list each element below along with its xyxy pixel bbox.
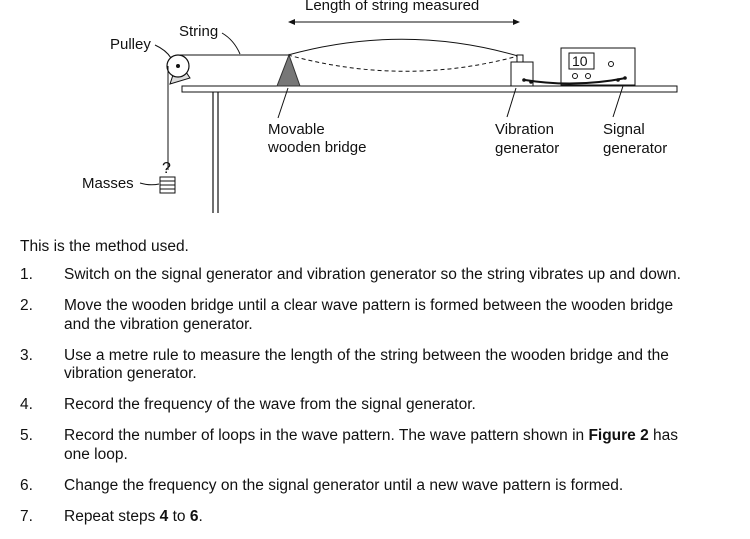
vibration-label-line1: Vibration <box>495 121 554 138</box>
signal-label-line2: generator <box>603 140 667 157</box>
step-text: Repeat steps 4 to 6. <box>64 508 740 527</box>
length-measured-arrow <box>288 19 520 25</box>
step-item: 7. Repeat steps 4 to 6. <box>20 508 740 527</box>
step-number: 5. <box>20 427 33 444</box>
step-number: 3. <box>20 346 33 364</box>
apparatus-diagram: Length of string measured ? Masses <box>82 0 678 213</box>
masses-label: Masses <box>82 175 134 192</box>
step-line: and the vibration generator. <box>64 315 253 333</box>
string <box>167 38 519 170</box>
masses: ? <box>159 160 176 194</box>
pulley-label: Pulley <box>110 36 151 53</box>
step-line: vibration generator. <box>64 365 197 382</box>
vibration-leader <box>506 87 517 118</box>
step-text: Change the frequency on the signal gener… <box>64 477 740 496</box>
method-steps: 1. Switch on the signal generator and vi… <box>20 266 740 539</box>
pulley-leader <box>154 44 172 59</box>
step-number: 6. <box>20 476 33 494</box>
step-line: Change the frequency on the signal gener… <box>64 476 624 494</box>
step-text: Record the frequency of the wave from th… <box>64 396 740 415</box>
step-text: Record the number of loops in the wave p… <box>64 427 740 464</box>
signal-label-line1: Signal <box>603 121 645 138</box>
step-text: Use a metre rule to measure the length o… <box>64 347 740 384</box>
step-line: Record the number of loops in the wave p… <box>64 427 589 444</box>
step-item: 4. Record the frequency of the wave from… <box>20 396 740 415</box>
step-line: . <box>198 507 203 525</box>
step-line: Record the frequency of the wave from th… <box>64 396 476 413</box>
step-number: 2. <box>20 297 33 314</box>
signal-generator-display: 10 <box>572 53 588 69</box>
mass-question-mark: ? <box>162 160 171 177</box>
vibration-label-line2: generator <box>495 140 559 157</box>
step-line: one loop. <box>64 445 128 463</box>
step-item: 1. Switch on the signal generator and vi… <box>20 266 740 285</box>
bridge-label-line2: wooden bridge <box>267 139 366 156</box>
step-reference-start: 4 <box>159 507 169 525</box>
signal-leader <box>612 85 624 118</box>
connecting-wires <box>522 76 627 85</box>
string-label: String <box>179 23 218 40</box>
step-line: Switch on the signal generator and vibra… <box>64 266 681 283</box>
step-line: to <box>168 507 190 525</box>
step-item: 2. Move the wooden bridge until a clear … <box>20 297 740 334</box>
step-item: 6. Change the frequency on the signal ge… <box>20 477 740 496</box>
step-line: Use a metre rule to measure the length o… <box>64 346 669 364</box>
step-text: Move the wooden bridge until a clear wav… <box>64 297 740 334</box>
step-line: has <box>648 427 679 444</box>
wooden-bridge <box>276 53 301 87</box>
figure-reference: Figure 2 <box>588 427 649 444</box>
step-text: Switch on the signal generator and vibra… <box>64 266 740 285</box>
string-leader <box>221 32 241 55</box>
step-number: 1. <box>20 266 33 283</box>
method-intro: This is the method used. <box>20 238 189 255</box>
pulley <box>166 54 191 85</box>
bridge-leader <box>277 87 289 119</box>
bench <box>181 85 678 213</box>
step-number: 7. <box>20 507 33 525</box>
step-line: Move the wooden bridge until a clear wav… <box>64 297 674 314</box>
step-item: 3. Use a metre rule to measure the lengt… <box>20 347 740 384</box>
step-number: 4. <box>20 396 33 413</box>
step-reference-end: 6 <box>189 507 199 525</box>
masses-leader <box>139 182 160 186</box>
step-line: Repeat steps <box>64 507 160 525</box>
step-item: 5. Record the number of loops in the wav… <box>20 427 740 464</box>
bridge-label-line1: Movable <box>268 121 325 138</box>
length-measured-label: Length of string measured <box>305 0 479 14</box>
signal-generator: 10 <box>560 47 636 86</box>
